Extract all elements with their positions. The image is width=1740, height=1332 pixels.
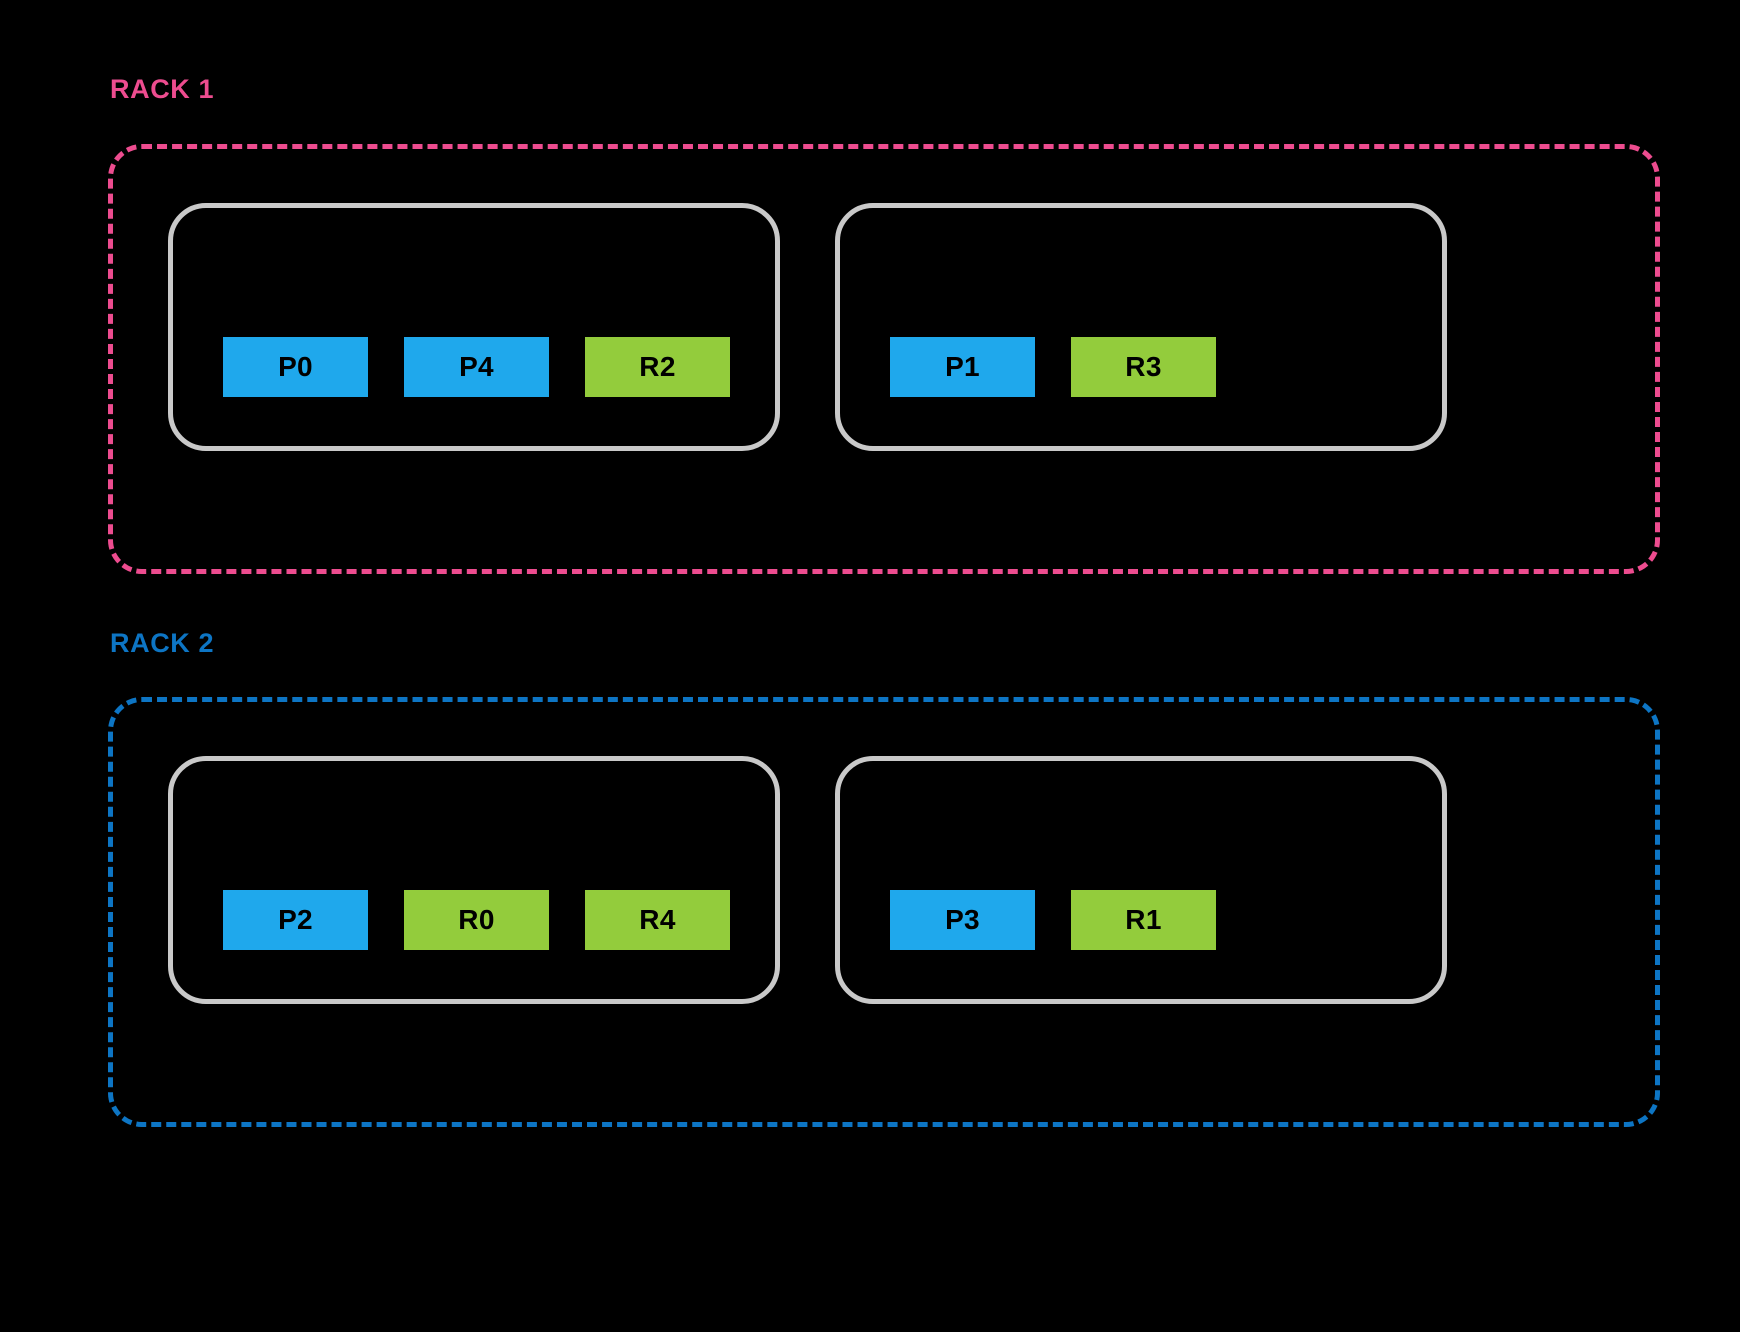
block-p3[interactable]: P3	[890, 890, 1035, 950]
node-container-2-1	[168, 756, 780, 1004]
rack-container-1: P0 P4 R2 P1 R3	[108, 144, 1660, 574]
block-row-1-1: P0 P4 R2	[223, 337, 730, 397]
block-row-2-1: P2 R0 R4	[223, 890, 730, 950]
block-r3[interactable]: R3	[1071, 337, 1216, 397]
node-container-1-1	[168, 203, 780, 451]
block-p4[interactable]: P4	[404, 337, 549, 397]
block-r2[interactable]: R2	[585, 337, 730, 397]
block-r4[interactable]: R4	[585, 890, 730, 950]
block-p2[interactable]: P2	[223, 890, 368, 950]
block-r1[interactable]: R1	[1071, 890, 1216, 950]
node-container-1-2	[835, 203, 1447, 451]
rack-container-2: P2 R0 R4 P3 R1	[108, 697, 1660, 1127]
block-p1[interactable]: P1	[890, 337, 1035, 397]
block-row-1-2: P1 R3	[890, 337, 1216, 397]
rack-label-1: RACK 1	[110, 74, 215, 104]
block-p0[interactable]: P0	[223, 337, 368, 397]
node-container-2-2	[835, 756, 1447, 1004]
block-row-2-2: P3 R1	[890, 890, 1216, 950]
rack-label-2: RACK 2	[110, 628, 215, 658]
block-r0[interactable]: R0	[404, 890, 549, 950]
